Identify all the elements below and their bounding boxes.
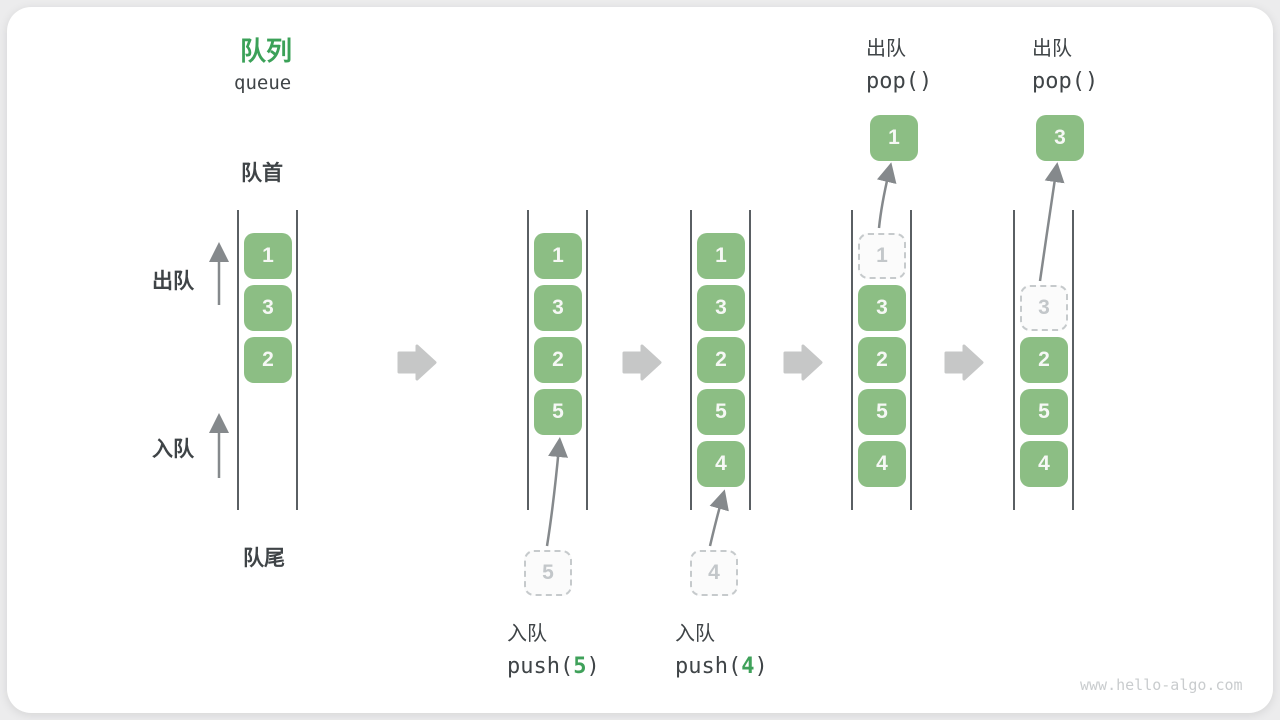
page-subtitle: queue [234,72,292,94]
pop1-operation-caption: 出队 pop() [866,32,932,94]
removed-element-slot: 3 [1020,285,1068,331]
queue-cell: 4 [858,441,906,487]
watermark: www.hello-algo.com [1080,676,1243,694]
push5-operation-caption: 入队 push(5) [507,617,600,679]
push4-operation-caption: 入队 push(4) [675,617,768,679]
incoming-element: 5 [524,550,572,596]
queue-state-after-push4: 1 3 2 5 4 [690,210,751,510]
queue-cell: 4 [697,441,745,487]
pop1-label: 出队 [866,38,906,60]
pop2-label: 出队 [1032,38,1072,60]
queue-cell: 2 [534,337,582,383]
queue-state-after-push5: 1 3 2 5 [527,210,588,510]
queue-cell: 3 [858,285,906,331]
queue-front-label: 队首 [241,162,283,185]
enqueue-label: 入队 [152,438,194,461]
queue-state-initial: 1 3 2 [237,210,298,510]
page-title: 队列 [240,36,293,66]
queue-cell: 3 [244,285,292,331]
push5-arg: 5 [573,654,587,679]
removed-element-slot: 1 [858,233,906,279]
queue-cell: 2 [697,337,745,383]
push5-code: push(5) [507,654,600,679]
queue-cell: 5 [858,389,906,435]
push4-arg: 4 [741,654,755,679]
queue-cell: 4 [1020,441,1068,487]
popped-element: 3 [1036,115,1084,161]
push5-label: 入队 [507,623,547,645]
pop2-operation-caption: 出队 pop() [1032,32,1098,94]
arrows-overlay [209,162,1065,547]
queue-rear-label: 队尾 [243,547,285,570]
queue-cell: 1 [534,233,582,279]
step-arrow-icon [622,344,662,381]
step-arrow-icon [397,344,437,381]
queue-cell: 1 [697,233,745,279]
queue-cell: 3 [697,285,745,331]
push4-code: push(4) [675,654,768,679]
queue-cell: 2 [244,337,292,383]
queue-cell: 1 [244,233,292,279]
queue-state-after-pop1: 1 3 2 5 4 [851,210,912,510]
queue-cell: 2 [858,337,906,383]
incoming-element: 4 [690,550,738,596]
pop1-code: pop() [866,69,933,94]
dequeue-label: 出队 [152,270,194,293]
push4-label: 入队 [675,623,715,645]
queue-cell: 5 [534,389,582,435]
step-arrow-icon [783,344,823,381]
queue-cell: 5 [697,389,745,435]
step-arrow-icon [944,344,984,381]
diagram-card: 队列 queue 队首 队尾 出队 入队 1 3 2 1 3 2 5 5 1 3… [7,7,1273,713]
pop2-code: pop() [1032,69,1099,94]
queue-cell: 3 [534,285,582,331]
queue-cell: 2 [1020,337,1068,383]
popped-element: 1 [870,115,918,161]
queue-cell: 5 [1020,389,1068,435]
queue-state-after-pop3: 3 2 5 4 [1013,210,1074,510]
